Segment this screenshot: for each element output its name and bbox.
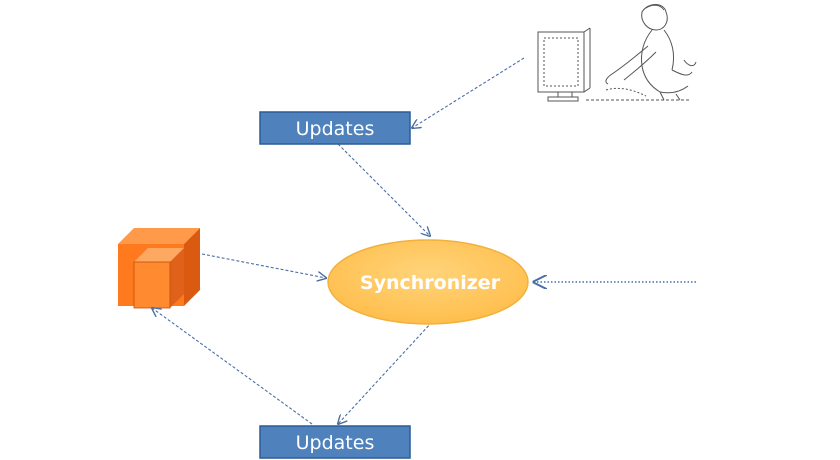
updates-bottom-label: Updates — [296, 432, 375, 454]
updates-top-label: Updates — [296, 118, 375, 140]
arrow-updates-to-store — [152, 308, 313, 425]
arrow-updates-to-synchronizer — [337, 143, 430, 236]
user-at-computer-icon — [537, 4, 697, 102]
updates-box-bottom: Updates — [259, 425, 411, 459]
orange-cube-stack-icon — [118, 228, 200, 309]
arrow-store-to-synchronizer — [201, 253, 326, 278]
arrow-user-to-updates — [412, 57, 525, 128]
arrow-synchronizer-to-updates — [338, 321, 433, 424]
synchronizer-label: Synchronizer — [360, 272, 501, 294]
synchronizer-node: Synchronizer — [327, 239, 529, 325]
updates-box-top: Updates — [259, 111, 411, 145]
connectors — [152, 57, 525, 425]
